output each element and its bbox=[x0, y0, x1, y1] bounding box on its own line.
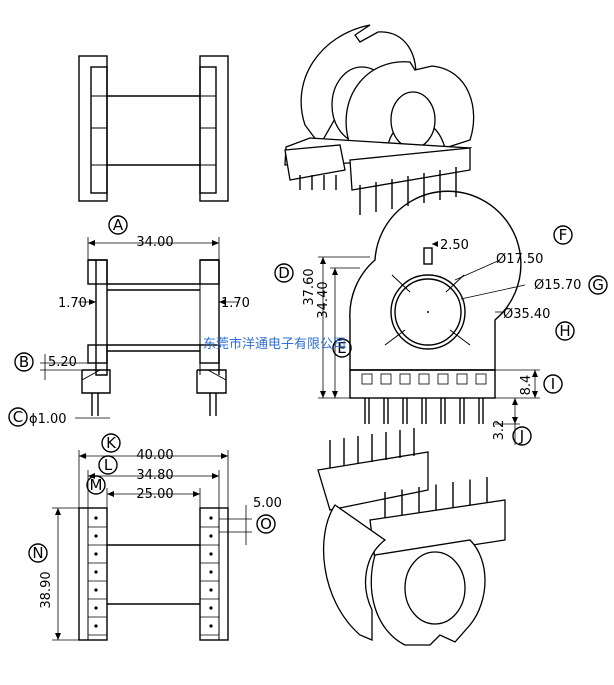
dim-e-value: 34.40 bbox=[316, 281, 331, 318]
pin-socket bbox=[361, 373, 373, 385]
marker-k: K bbox=[106, 434, 117, 452]
front-view: A 34.00 1.70 1.70 B 5.20 C ϕ1.00 bbox=[8, 215, 250, 427]
pin-socket bbox=[399, 373, 411, 385]
dim-h-value: Ø35.40 bbox=[503, 307, 550, 322]
pin-mark bbox=[209, 588, 213, 592]
pin-mark bbox=[94, 588, 98, 592]
marker-n: N bbox=[32, 544, 43, 562]
pin-mark bbox=[209, 552, 213, 556]
dim-b-value: 5.20 bbox=[48, 355, 77, 370]
marker-m: M bbox=[90, 476, 103, 494]
pin-socket bbox=[456, 373, 468, 385]
pin-mark bbox=[94, 606, 98, 610]
marker-c: C bbox=[13, 408, 23, 426]
dim-c-value: ϕ1.00 bbox=[29, 412, 67, 427]
dim-o-value: 5.00 bbox=[253, 496, 282, 511]
marker-f: F bbox=[559, 226, 568, 244]
marker-h: H bbox=[559, 322, 570, 340]
pin-mark bbox=[94, 570, 98, 574]
dim-m-value: 25.00 bbox=[136, 487, 173, 502]
dim-a-value: 34.00 bbox=[136, 235, 173, 250]
marker-i: I bbox=[551, 375, 555, 393]
dim-g-value: Ø15.70 bbox=[534, 278, 581, 293]
pin-mark bbox=[209, 570, 213, 574]
marker-b: B bbox=[19, 353, 29, 371]
marker-l: L bbox=[104, 456, 113, 474]
dim-k-value: 40.00 bbox=[136, 448, 173, 463]
dim-d-value: 37.60 bbox=[302, 268, 317, 305]
bottom-view: K 40.00 L 34.80 M 25.00 5.00 O N bbox=[28, 433, 282, 641]
dim-gap-left: 1.70 bbox=[58, 296, 87, 311]
pin-socket bbox=[380, 373, 392, 385]
marker-a: A bbox=[113, 216, 124, 234]
pin-mark bbox=[94, 624, 98, 628]
pin-mark bbox=[209, 624, 213, 628]
marker-e: E bbox=[337, 339, 346, 357]
marker-d: D bbox=[278, 264, 290, 282]
dim-f-value: Ø17.50 bbox=[496, 252, 543, 267]
end-view: 2.50 Ø17.50 F Ø15.70 G Ø35.40 H D 37.60 … bbox=[274, 190, 608, 446]
dim-gap-right: 1.70 bbox=[221, 296, 250, 311]
watermark-text: 东莞市洋通电子有限公司 bbox=[203, 336, 346, 352]
pin-mark bbox=[94, 534, 98, 538]
isometric-top bbox=[284, 24, 475, 215]
pin-mark bbox=[94, 516, 98, 520]
pin-socket bbox=[475, 373, 487, 385]
pin-mark bbox=[209, 534, 213, 538]
marker-o: O bbox=[260, 515, 272, 533]
dim-i-value: 8.4 bbox=[519, 375, 534, 396]
side-view bbox=[78, 55, 229, 202]
pin-mark bbox=[209, 606, 213, 610]
isometric-bottom bbox=[317, 428, 506, 646]
dim-slot-value: 2.50 bbox=[440, 238, 469, 253]
pin-mark bbox=[209, 516, 213, 520]
pin-mark bbox=[94, 552, 98, 556]
pin-socket bbox=[418, 373, 430, 385]
marker-j: J bbox=[519, 427, 524, 445]
dim-n-value: 38.90 bbox=[39, 571, 54, 608]
pin-socket bbox=[437, 373, 449, 385]
dim-l-value: 34.80 bbox=[136, 468, 173, 483]
dim-j-value: 3.2 bbox=[492, 420, 507, 441]
marker-g: G bbox=[592, 276, 604, 294]
